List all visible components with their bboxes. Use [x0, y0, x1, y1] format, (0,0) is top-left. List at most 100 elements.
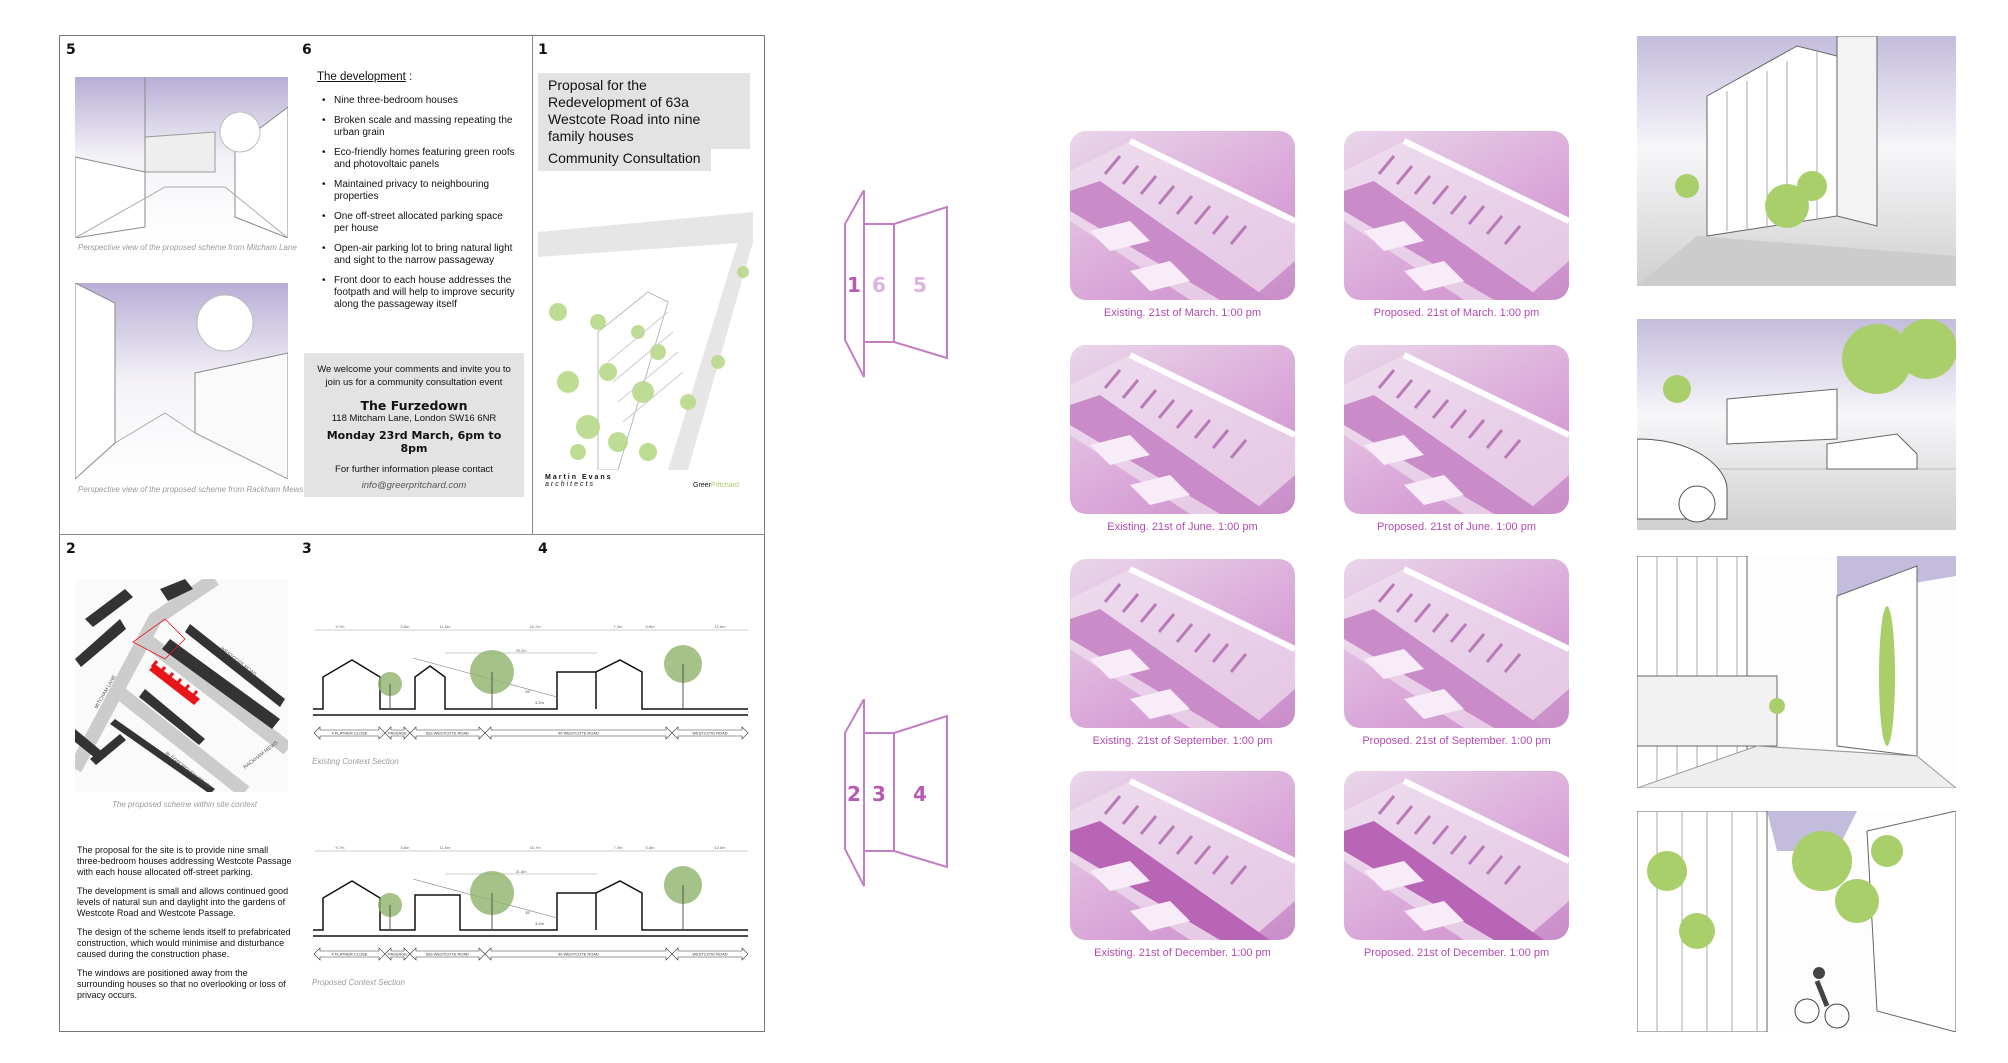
zone-label: 49 WESTCOTE ROAD: [558, 731, 599, 736]
caption: Perspective view of the proposed scheme …: [78, 485, 304, 494]
zone-label: PASSAGE: [388, 952, 407, 957]
fold-panel-number: 1: [847, 273, 861, 297]
massing-model: [1344, 352, 1569, 514]
section-caption: Proposed Context Section: [312, 978, 405, 987]
panel-number: 3: [302, 541, 312, 557]
shadow-study-caption: Existing. 21st of September. 1:00 pm: [1092, 735, 1273, 747]
aerial-view: [538, 212, 753, 470]
massing-model: [1344, 138, 1569, 300]
dimension-label: 9.7m: [336, 845, 346, 850]
zone-label: WESTCOTE ROAD: [692, 731, 727, 736]
proposal-title: Proposal for the Redevelopment of 63a We…: [538, 73, 750, 149]
massing-model: [1344, 566, 1569, 728]
massing-model: [1344, 778, 1569, 940]
fold-panel-number: 4: [913, 782, 927, 806]
shadow-study-existing: [1070, 559, 1295, 728]
panel-number: 4: [538, 541, 548, 557]
shadow-study-caption: Proposed. 21st of June. 1:00 pm: [1377, 521, 1536, 533]
fold-divider: [59, 534, 765, 535]
section-caption: Existing Context Section: [312, 757, 399, 766]
greer-pritchard-logo: GreerPritchard: [693, 482, 739, 489]
sketch-courtyard: [1637, 556, 1956, 788]
building-profile: [313, 659, 748, 710]
heading-suffix: :: [405, 71, 413, 83]
panel-number: 5: [66, 42, 76, 58]
heading-text: The development: [317, 71, 406, 83]
span-label: 25.2m: [515, 648, 527, 653]
span-label: 21.8m: [515, 869, 527, 874]
massing-model: [1070, 138, 1295, 300]
zone-label: 49 WESTCOTE ROAD: [558, 952, 599, 957]
list-item: Front door to each house addresses the f…: [322, 275, 517, 311]
paragraph: The windows are positioned away from the…: [77, 968, 286, 1000]
zone-label: 63a WESTCOTE ROAD: [426, 731, 469, 736]
massing-model: [1070, 778, 1295, 940]
dimension-label: 9.7m: [336, 624, 346, 629]
list-item: Nine three-bedroom houses: [322, 95, 517, 107]
shadow-study-existing: [1070, 345, 1295, 514]
panel-number: 2: [66, 541, 76, 557]
site-plan-map: MITCHAM LANE WESTCOTE ROAD BLEGBOROUGH R…: [75, 579, 288, 792]
logo-part: Pritchard: [710, 482, 739, 489]
list-item: Maintained privacy to neighbouring prope…: [322, 179, 517, 203]
dimension-label: 7.3m: [614, 845, 624, 850]
shadow-study-caption: Proposed. 21st of March. 1:00 pm: [1373, 307, 1540, 319]
shadow-study-caption: Existing. 21st of June. 1:00 pm: [1107, 521, 1258, 533]
panel-number: 1: [538, 42, 548, 58]
list-item: Eco-friendly homes featuring green roofs…: [322, 147, 517, 171]
angle-label: 15°: [525, 689, 531, 694]
dimension-label: 5.8m: [646, 845, 656, 850]
paragraph: The proposal for the site is to provide …: [77, 845, 292, 877]
shadow-study-existing: [1070, 771, 1295, 940]
shadow-study-caption: Existing. 21st of March. 1:00 pm: [1103, 307, 1262, 319]
venue-name: The Furzedown: [360, 398, 468, 413]
logo-part: Greer: [693, 482, 711, 489]
development-bullets: Nine three-bedroom houses Broken scale a…: [322, 95, 517, 319]
sketch-passageway-cyclist: [1637, 811, 1956, 1032]
height-label: 3.2m: [535, 921, 545, 926]
zone-label: 4 FLATHER CLOSE: [332, 952, 368, 957]
dimension-label: 11.6m: [440, 845, 451, 850]
logo-line: architects: [545, 481, 595, 488]
paragraph: The development is small and allows cont…: [77, 886, 289, 918]
zone-arrow: [671, 726, 749, 740]
list-item: One off-street allocated parking space p…: [322, 211, 517, 235]
dimension-label: 7.3m: [614, 624, 624, 629]
consultation-event-box: We welcome your comments and invite you …: [304, 353, 524, 497]
sketch-corner-house: [1637, 36, 1956, 286]
perspective-mitcham-lane: [75, 77, 288, 238]
height-label: 3.2m: [535, 700, 545, 705]
fold-panel-number: 2: [847, 782, 861, 806]
shadow-study-existing: [1070, 131, 1295, 300]
shadow-study-proposed: [1344, 559, 1569, 728]
dimension-label: 12.6m: [714, 845, 726, 850]
massing-model: [1070, 566, 1295, 728]
logo-line: Martin Evans: [545, 474, 613, 481]
shadow-study-proposed: [1344, 131, 1569, 300]
perspective-rackham-mews: [75, 283, 288, 479]
fold-panel-number: 6: [872, 273, 886, 297]
zone-label: 4 FLATHER CLOSE: [332, 731, 368, 736]
development-heading: The development :: [317, 71, 412, 83]
consultation-title: Community Consultation: [538, 146, 711, 171]
zone-arrow: [671, 947, 749, 961]
panel-divider: [532, 35, 533, 534]
dimension-label: 12.6m: [714, 624, 726, 629]
dimension-label: 5.8m: [401, 624, 411, 629]
massing-model: [1070, 352, 1295, 514]
shadow-study-caption: Existing. 21st of December. 1:00 pm: [1094, 947, 1271, 959]
event-date: Monday 23rd March, 6pm to 8pm: [326, 429, 502, 455]
paragraph: The design of the scheme lends itself to…: [77, 927, 291, 959]
building-profile: [313, 880, 748, 931]
dimension-label: 5.8m: [646, 624, 656, 629]
shadow-study-proposed: [1344, 345, 1569, 514]
shadow-study-proposed: [1344, 771, 1569, 940]
venue-address: 118 Mitcham Lane, London SW16 6NR: [331, 413, 497, 424]
sketch-parking-court: [1637, 319, 1956, 530]
dimension-label: 16.7m: [529, 624, 541, 629]
contact-email[interactable]: info@greerpritchard.com: [361, 480, 467, 491]
list-item: Broken scale and massing repeating the u…: [322, 115, 517, 139]
